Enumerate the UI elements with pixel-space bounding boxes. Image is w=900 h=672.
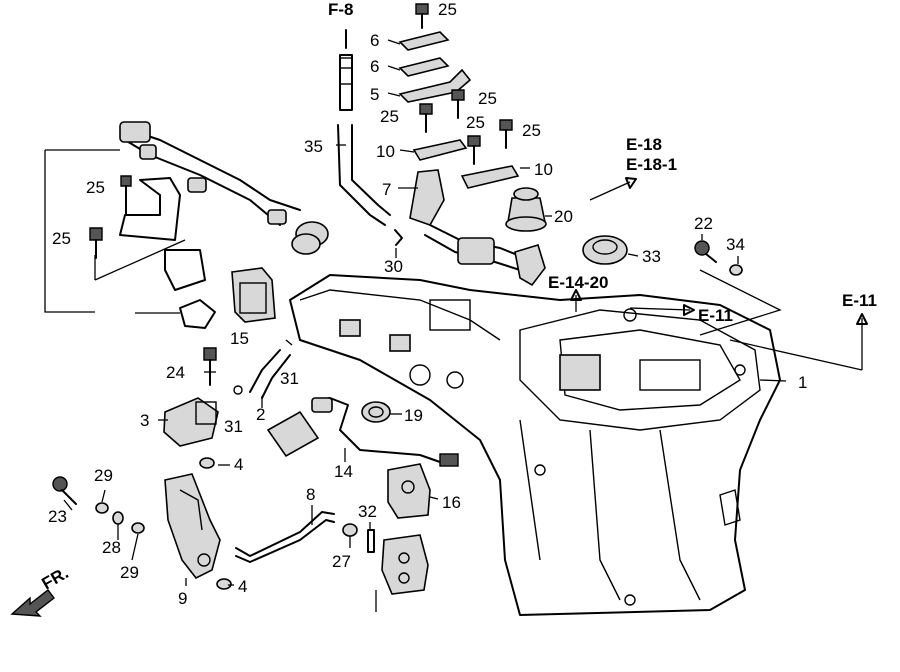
grommet	[361, 401, 391, 423]
callout-7: 7	[382, 180, 391, 199]
support-bracket	[164, 473, 221, 580]
grommet	[387, 463, 431, 519]
bolt-icon	[89, 227, 103, 259]
ref-e14-20[interactable]: E-14-20	[548, 273, 608, 292]
callout-35: 35	[304, 137, 323, 156]
callout-14: 14	[334, 462, 353, 481]
callout-31: 31	[280, 369, 299, 388]
ref-f8[interactable]: F-8	[328, 0, 354, 19]
callout-25: 25	[522, 121, 541, 140]
bolt-icon	[694, 240, 717, 263]
ref-e11[interactable]: E-11	[698, 306, 733, 325]
seal	[582, 235, 628, 265]
callout-34: 34	[726, 235, 745, 254]
callout-29: 29	[94, 466, 113, 485]
washer	[199, 457, 215, 469]
callout-25: 25	[52, 229, 71, 248]
callout-23: 23	[48, 507, 67, 526]
ref-e18-1[interactable]: E-18-1	[626, 155, 677, 174]
relay	[163, 397, 219, 447]
callout-30: 30	[384, 257, 403, 276]
front-label: FR.	[39, 563, 72, 593]
callout-24: 24	[166, 363, 185, 382]
callout-25: 25	[466, 113, 485, 132]
sensor	[266, 397, 459, 467]
callout-22: 22	[694, 214, 713, 233]
rubber-plug	[291, 221, 329, 255]
front-arrow-icon	[10, 589, 55, 617]
callout-15: 15	[230, 329, 249, 348]
callout-25: 25	[438, 0, 457, 19]
callout-1: 1	[798, 373, 807, 392]
callout-20: 20	[554, 207, 573, 226]
bolt-icon	[451, 89, 465, 119]
washer	[216, 578, 232, 590]
plate-stack	[398, 31, 472, 103]
hose	[235, 511, 335, 557]
ref-e18[interactable]: E-18	[626, 135, 662, 154]
callout-25: 25	[86, 178, 105, 197]
grommet	[381, 534, 429, 595]
callout-29: 29	[120, 563, 139, 582]
callout-4: 4	[238, 577, 247, 596]
washer	[342, 523, 358, 537]
callout-28: 28	[102, 538, 121, 557]
callout-25: 25	[380, 107, 399, 126]
clip	[394, 229, 403, 246]
callout-16: 16	[442, 493, 461, 512]
leader-lines	[63, 39, 787, 586]
callout-33: 33	[642, 247, 661, 266]
plate	[412, 139, 468, 161]
callout-19: 19	[404, 406, 423, 425]
bracket-leader	[44, 150, 95, 313]
hose	[337, 29, 391, 226]
bolt-icon	[499, 119, 513, 149]
callout-31: 31	[224, 417, 243, 436]
bolt-icon	[415, 3, 429, 29]
arrow-up-icon	[570, 289, 582, 301]
arrow-up-icon	[856, 313, 868, 325]
washer	[131, 522, 145, 534]
ref-e11[interactable]: E-11	[842, 291, 877, 310]
callout-6: 6	[370, 57, 379, 76]
callout-2: 2	[256, 405, 265, 424]
shift-lever	[409, 169, 546, 287]
callout-8: 8	[306, 485, 315, 504]
callout-5: 5	[370, 85, 379, 104]
wire-harness	[119, 121, 301, 226]
bolt-icon	[419, 103, 433, 133]
callout-27: 27	[332, 552, 351, 571]
washer	[729, 264, 743, 276]
arrow-up-right-icon	[625, 177, 637, 189]
bracket	[119, 177, 216, 329]
callout-9: 9	[178, 589, 187, 608]
collar	[112, 511, 124, 525]
grommet	[505, 187, 547, 232]
callout-6: 6	[370, 31, 379, 50]
callout-10: 10	[534, 160, 553, 179]
callout-3: 3	[140, 411, 149, 430]
hose-elbow	[233, 339, 293, 399]
callout-4: 4	[234, 455, 243, 474]
grommet	[231, 267, 276, 323]
arrow-right-icon	[683, 304, 695, 316]
callout-10: 10	[376, 142, 395, 161]
ref-leader	[699, 269, 782, 336]
bolt-icon	[52, 476, 77, 505]
bolt-icon	[120, 175, 132, 216]
callout-32: 32	[358, 502, 377, 521]
bolt-icon	[467, 135, 481, 165]
oil-case-casing	[289, 274, 781, 616]
bolt-icon	[203, 347, 217, 386]
plate	[460, 165, 520, 189]
washer	[95, 502, 109, 514]
spring-pin	[367, 529, 375, 553]
callout-25: 25	[478, 89, 497, 108]
